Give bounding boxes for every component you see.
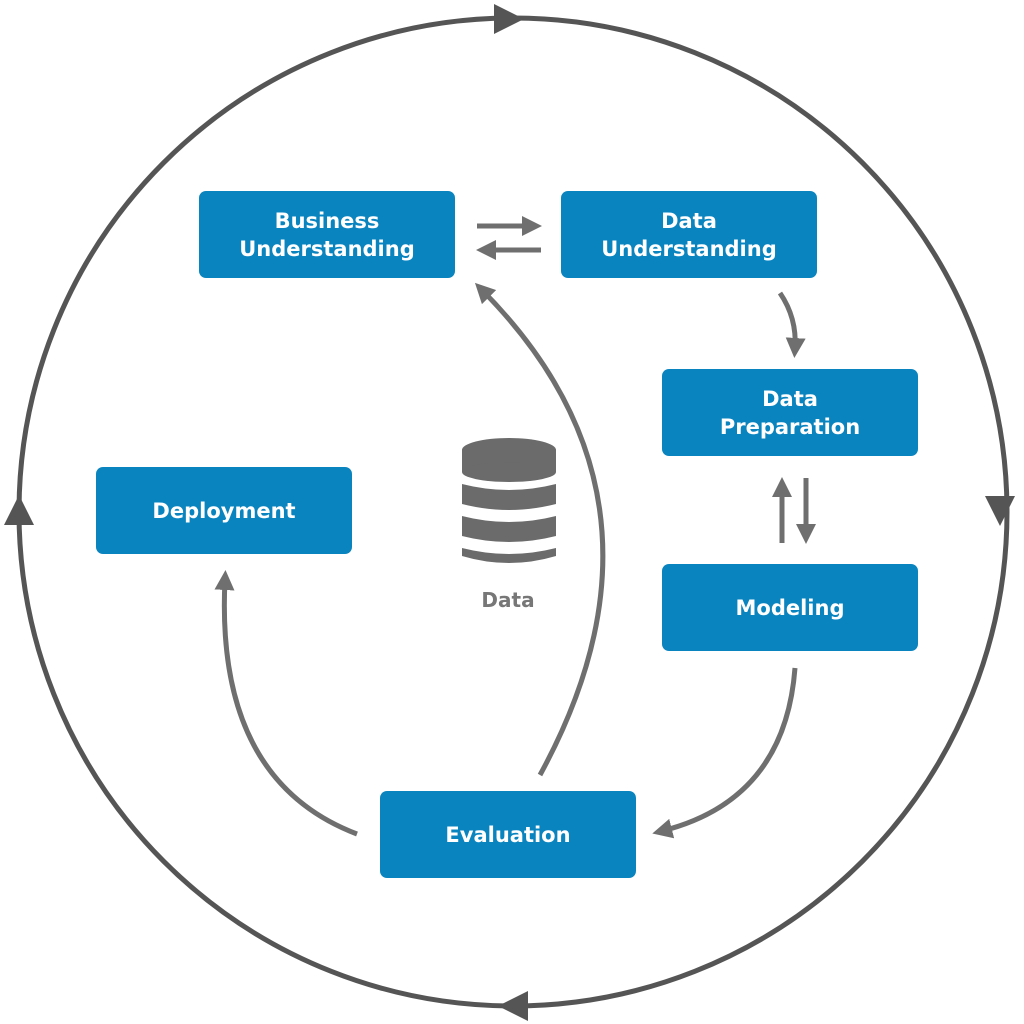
- phase-evaluation[interactable]: Evaluation: [380, 791, 636, 878]
- phase-label: Business Understanding: [239, 208, 415, 261]
- phase-modeling[interactable]: Modeling: [662, 564, 918, 651]
- arrow-evaluation-to-deployment: [214, 570, 358, 837]
- phase-data-understanding[interactable]: Data Understanding: [561, 191, 817, 278]
- cycle-arrow-top-icon: [494, 4, 524, 34]
- phase-deployment[interactable]: Deployment: [96, 467, 352, 554]
- phase-label: Modeling: [735, 595, 845, 620]
- phase-label: Evaluation: [445, 822, 571, 847]
- arrow-understanding-to-preparation: [777, 291, 806, 358]
- arrow-evaluation-to-business: [474, 282, 606, 777]
- cycle-arrow-right-icon: [985, 496, 1015, 526]
- phase-business-understanding[interactable]: Business Understanding: [199, 191, 455, 278]
- phase-label: Deployment: [152, 498, 296, 523]
- data-label: Data: [481, 588, 535, 612]
- database-icon: [462, 438, 556, 563]
- phase-label: Data Preparation: [719, 386, 861, 439]
- phase-label: Data Understanding: [601, 208, 777, 261]
- phase-data-preparation[interactable]: Data Preparation: [662, 369, 918, 456]
- arrow-modeling-to-evaluation: [652, 667, 798, 839]
- cycle-arrow-left-icon: [4, 495, 34, 525]
- cycle-arrow-bottom-icon: [498, 991, 528, 1021]
